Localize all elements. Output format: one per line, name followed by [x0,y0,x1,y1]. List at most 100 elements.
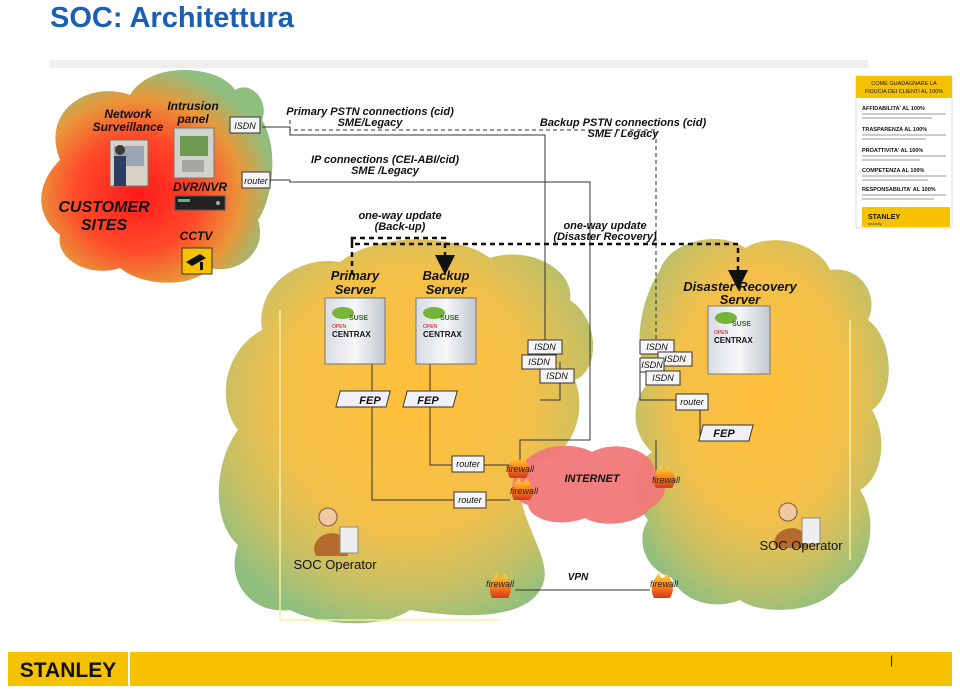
trust-panel-header-line1: COME GUADAGNARE LA [871,81,937,87]
oneway-update-arrows [350,236,748,290]
firewall-2-label: firewall [510,486,539,496]
soc-operator-right-label: SOC Operator [759,538,843,553]
firewall-icon [653,465,675,488]
disaster-suse-label: SUSE [732,321,751,328]
dvr-nvr-label: DVR/NVR [173,180,227,194]
firewall-5: firewall [650,572,679,598]
isdn-modem [521,354,557,370]
customer-router-box: router [241,171,271,189]
trust-item-responsabilita: RESPONSABILITA' AL 100% [862,187,936,193]
fep-disaster: FEP [698,424,754,442]
stanley-trust-panel: COME GUADAGNARE LA FIDUCIA DEI CLIENTI A… [855,75,953,229]
oneway-backup-line1: one-way update [358,210,441,222]
cctv-camera-icon [181,247,213,275]
firewall-4-label: firewall [486,579,515,589]
operator-workstation-icon [109,139,149,187]
isdn-modem [527,339,563,355]
isdn-modem [639,339,675,355]
trust-panel-brand-sub: security [868,221,882,226]
backup-pstn-line2: SME / Legacy [588,128,660,140]
customer-isdn-box: ISDN [229,116,261,134]
router-soc-1: router [451,455,485,473]
isdn-modem-group-right: ISDN ISDN ISDN ISDN [639,339,693,386]
primary-open-label: OPEN [332,324,347,330]
primary-pstn-line2: SME/Legacy [338,117,404,129]
isdn-modem-label: ISDN [528,357,550,367]
fep-primary-label: FEP [359,395,381,407]
fep-backup: FEP [402,390,458,408]
vpn-label: VPN [568,572,589,583]
intrusion-panel-label: Intrusion panel [167,99,218,126]
isdn-modem-label: ISDN [641,360,663,370]
customer-isdn-label: ISDN [234,121,256,131]
isdn-modem-label: ISDN [546,371,568,381]
soc-operator-right: SOC Operator [759,502,843,553]
backup-open-label: OPEN [423,324,438,330]
router-disaster: router [675,393,709,411]
suse-chameleon-icon [715,312,737,324]
customer-sites-line2: SITES [81,217,128,234]
primary-centrax-label: CENTRAX [332,330,371,339]
operator-person-icon [314,507,359,556]
cctv-label: CCTV [180,229,214,243]
ip-connections-line2: SME /Legacy [351,165,420,177]
dvr-device-icon [174,195,226,211]
disaster-server-line2: Server [720,292,761,307]
fep-backup-label: FEP [417,395,439,407]
backup-server-line2: Server [426,282,467,297]
primary-server-line1: Primary [331,268,380,283]
trust-item-trasparenza: TRASPARENZA AL 100% [862,127,927,133]
primary-soc-cloud [218,239,594,624]
page-title: SOC: Architettura [50,2,295,34]
backup-server-line1: Backup [423,268,470,283]
isdn-modem-group-left: ISDN ISDN ISDN [521,339,575,384]
primary-server: Primary Server SUSE OPEN CENTRAX [324,268,386,365]
router-soc-2: router [453,491,487,509]
oneway-backup-line2: (Back-up) [375,221,426,233]
soc-operator-left-label: SOC Operator [293,557,377,572]
router-disaster-label: router [680,397,705,407]
suse-chameleon-icon [332,307,354,319]
customer-router-label: router [244,176,269,186]
firewall-icon [507,455,529,478]
soc-operator-left: SOC Operator [293,507,377,572]
isdn-modem-label: ISDN [664,354,686,364]
footer-yellow-band [130,652,952,686]
backup-pstn-line1: Backup PSTN connections (cid) [540,117,707,129]
trust-item-affidabilita: AFFIDABILITA' AL 100% [862,106,925,112]
oneway-dr-line1: one-way update [563,220,646,232]
firewall-icon [489,572,511,598]
disaster-server-line1: Disaster Recovery [683,279,797,294]
title-underline [50,60,868,68]
stanley-logo [8,652,128,686]
isdn-modem-label: ISDN [534,342,556,352]
firewall-3-label: firewall [652,475,681,485]
customer-sites-line1: CUSTOMER [58,199,150,216]
footer-bar: STANLEY | [0,648,960,690]
isdn-modem-label: ISDN [652,373,674,383]
backup-suse-label: SUSE [440,315,459,322]
operator-person-icon [774,502,821,548]
isdn-modem-label: ISDN [646,342,668,352]
trust-panel-header-line2: FIDUCIA DEI CLIENTI AL 100% [865,89,943,95]
disaster-recovery-server: Disaster Recovery Server SUSE OPEN CENTR… [683,279,797,375]
backup-centrax-label: CENTRAX [423,330,462,339]
primary-server-line2: Server [335,282,376,297]
customer-sites-cloud [41,70,273,283]
network-cloud [512,445,666,524]
isdn-modem [539,368,575,384]
trust-item-proattivita: PROATTIVITA' AL 100% [862,148,923,154]
router-soc-2-label: router [458,495,483,505]
firewall-1: firewall [506,455,535,478]
backup-server: Backup Server SUSE OPEN CENTRAX [415,268,477,365]
internet-label: INTERNET [565,473,621,485]
disaster-centrax-label: CENTRAX [714,336,753,345]
fep-disaster-label: FEP [713,428,735,440]
intrusion-panel-line2: panel [176,112,209,126]
primary-pstn-line1: Primary PSTN connections (cid) [286,106,454,118]
network-surveillance-line1: Network [104,107,153,121]
firewall-2: firewall [510,477,539,500]
suse-chameleon-icon [423,307,445,319]
oneway-dr-line2: (Disaster Recovery) [553,231,657,243]
